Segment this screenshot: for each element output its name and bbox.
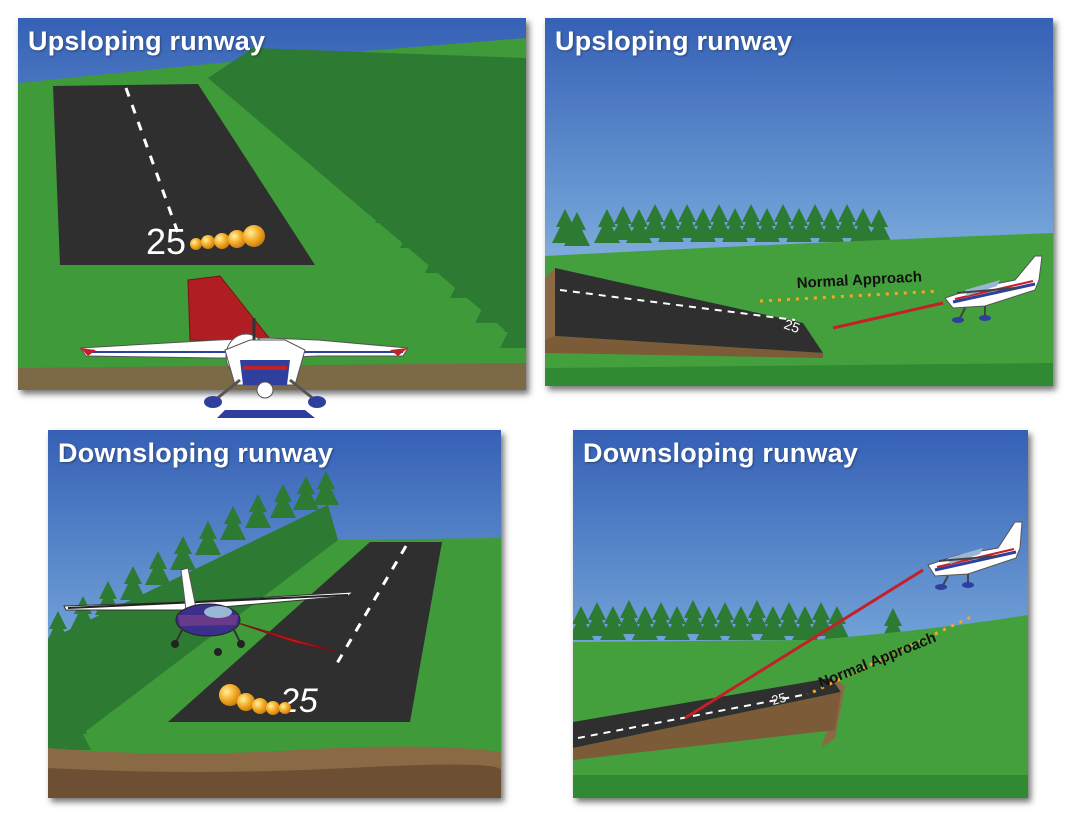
dirt-lower	[48, 764, 501, 798]
runway-number: 25	[770, 690, 788, 708]
airplane-side-view	[927, 521, 1023, 590]
runway-edge	[545, 336, 823, 358]
wingtip-vapor-trail	[219, 684, 291, 715]
airplane-banked	[63, 567, 355, 656]
panel-title: Downsloping runway	[58, 438, 334, 468]
airplane-side-view	[944, 255, 1043, 323]
runway-centerline	[331, 545, 408, 671]
runway-number: 25	[279, 682, 318, 720]
normal-approach-path	[812, 613, 976, 694]
panel-downsloping-pilot-view: 25 Downsloping runway	[48, 430, 501, 798]
actual-approach-path	[684, 568, 924, 720]
runway-edge	[573, 692, 841, 760]
foreground-grass	[573, 775, 1028, 798]
runway-centerline	[577, 693, 809, 739]
panel-title: Upsloping runway	[28, 26, 266, 56]
downsloping-side-scene: 25 Normal Approach	[573, 430, 1028, 798]
panel-title: Upsloping runway	[555, 26, 793, 56]
forest	[208, 48, 526, 348]
sight-line-wedge	[237, 622, 339, 653]
actual-approach-path	[832, 301, 944, 330]
runway	[53, 84, 315, 265]
runway-number: 25	[782, 316, 802, 336]
wingtip-vapor-trail	[190, 225, 265, 250]
runway-embankment	[545, 268, 555, 340]
runway-centerline	[124, 87, 180, 234]
panel-downsloping-side-view: 25 Normal Approach Downsloping runway	[573, 430, 1028, 798]
runway-number: 25	[146, 221, 186, 262]
runway-centerline	[559, 289, 796, 321]
upsloping-side-scene: 25 Normal Approach	[545, 18, 1053, 386]
panel-upsloping-side-view: 25 Normal Approach Upsloping runway	[545, 18, 1053, 386]
normal-approach-path	[759, 289, 941, 303]
upsloping-pilot-scene: 25	[18, 18, 526, 390]
runway	[555, 268, 823, 353]
runway-embankment	[821, 678, 845, 748]
runway	[168, 542, 442, 722]
downsloping-pilot-scene: 25	[48, 430, 501, 798]
panel-upsloping-pilot-view: 25 Upsloping runway	[18, 18, 526, 390]
normal-approach-label: Normal Approach	[796, 268, 922, 292]
foreground-grass	[545, 363, 1053, 386]
panel-title: Downsloping runway	[583, 438, 859, 468]
